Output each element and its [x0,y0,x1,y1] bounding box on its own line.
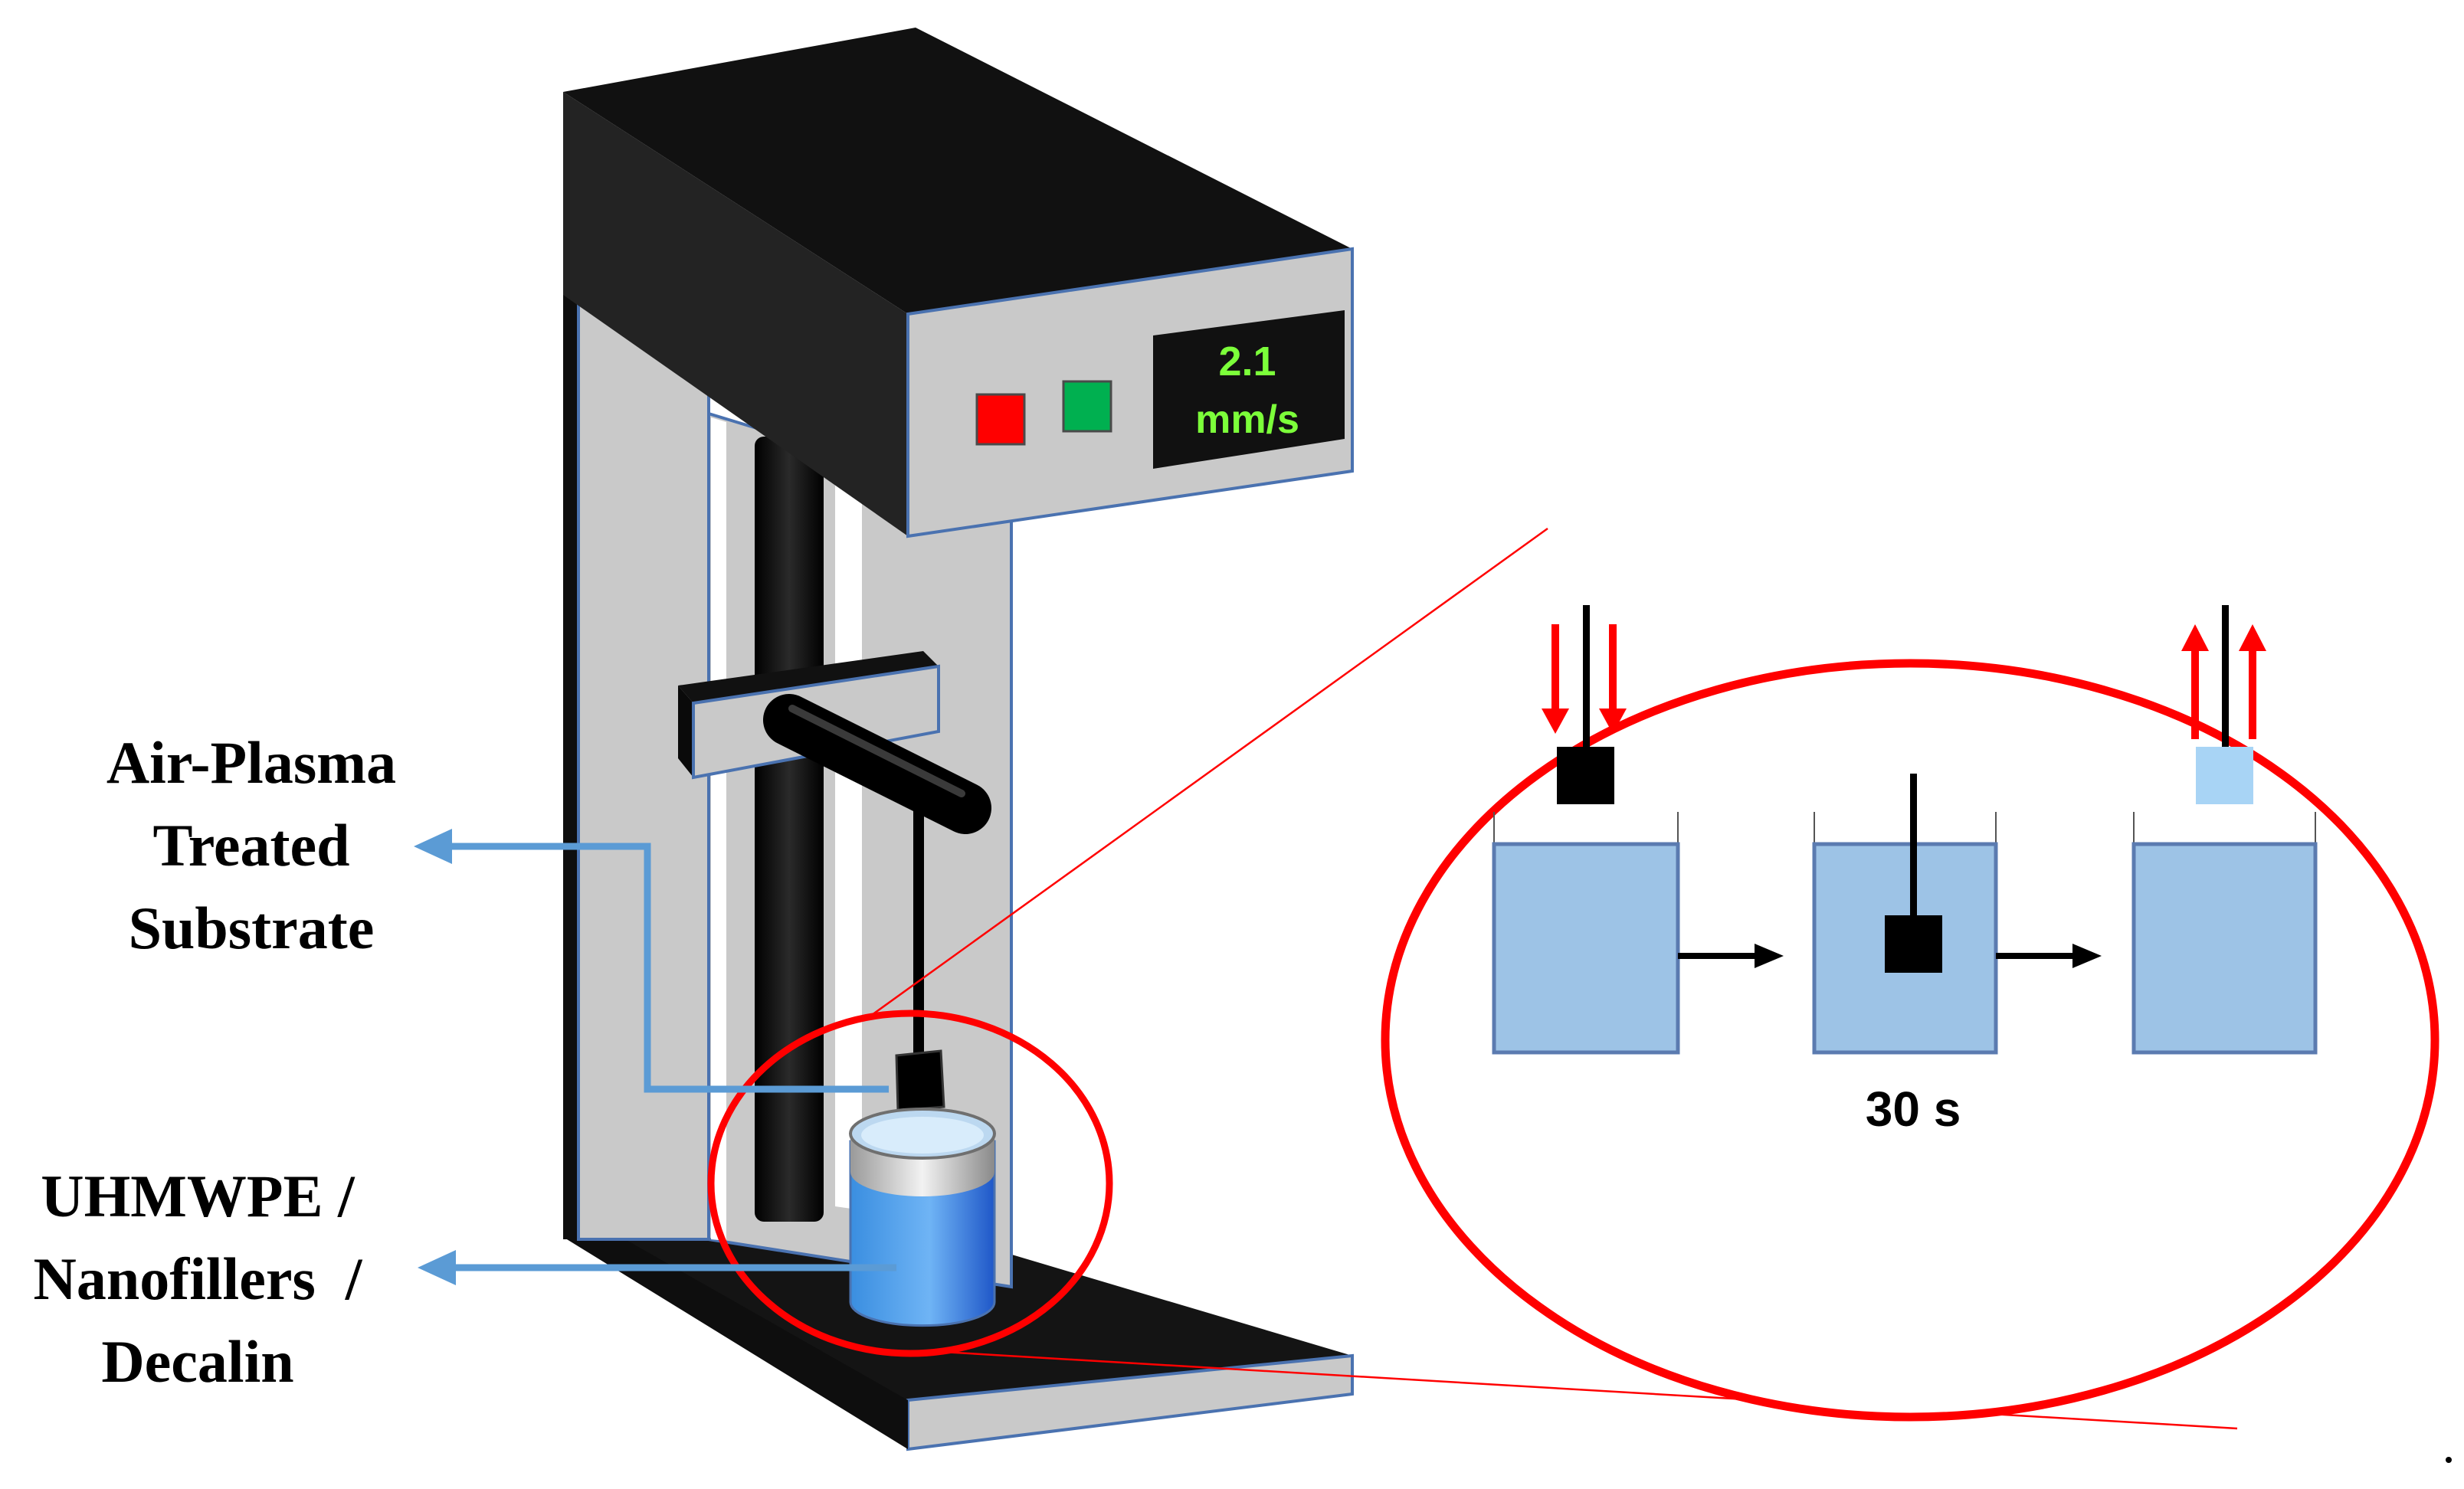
display-speed-value: 2.1 [1218,339,1276,385]
substrate-label: Air-Plasma Treated Substrate [106,729,396,961]
machine-head: 2.1 mm/s [563,28,1354,538]
up-arrow-right [2239,624,2266,651]
speed-display [1153,310,1345,469]
display-speed-unit: mm/s [1195,398,1299,442]
carriage [678,651,991,1112]
substrate [895,1049,945,1112]
down-arrow-left [1542,709,1569,734]
flow-arrow-2 [1996,944,2102,968]
up-arrow-left [2181,624,2209,651]
solution-label: UHMWPE / Nanofillers / Decalin [34,1163,363,1395]
solution-pointer [418,1250,896,1285]
coated-substrate [2196,747,2253,804]
substrate-hanger-wire [913,804,924,1057]
substrate-above-tank [1557,747,1614,804]
svg-text:UHMWPE /: UHMWPE / [41,1163,356,1229]
dip-tank-3 [2131,842,2318,1055]
substrate-submerged [1885,915,1942,973]
down-arrow-right [1599,709,1627,734]
svg-text:Decalin: Decalin [101,1328,293,1395]
step-dwell: 30 s [1812,774,1998,1137]
zoom-source-circle [707,1010,1113,1357]
trailing-dot [2446,1457,2452,1463]
svg-text:Substrate: Substrate [129,895,375,961]
svg-text:Nanofillers /: Nanofillers / [34,1245,363,1312]
zoom-line-bottom [942,1350,2238,1430]
svg-text:Treated: Treated [152,812,349,879]
lift-rod [755,437,824,1222]
substrate-pointer [414,829,889,1093]
svg-text:Air-Plasma: Air-Plasma [106,729,396,796]
zoom-line-top [871,527,1548,1016]
dwell-time-label: 30 s [1866,1082,1961,1137]
beaker [849,1108,996,1327]
stop-button[interactable] [975,393,1026,446]
dip-tank-1 [1492,842,1680,1055]
start-button[interactable] [1062,380,1112,433]
step-dip-in [1492,605,1680,1055]
step-withdraw [2131,605,2318,1055]
flow-arrow-1 [1678,944,1784,968]
